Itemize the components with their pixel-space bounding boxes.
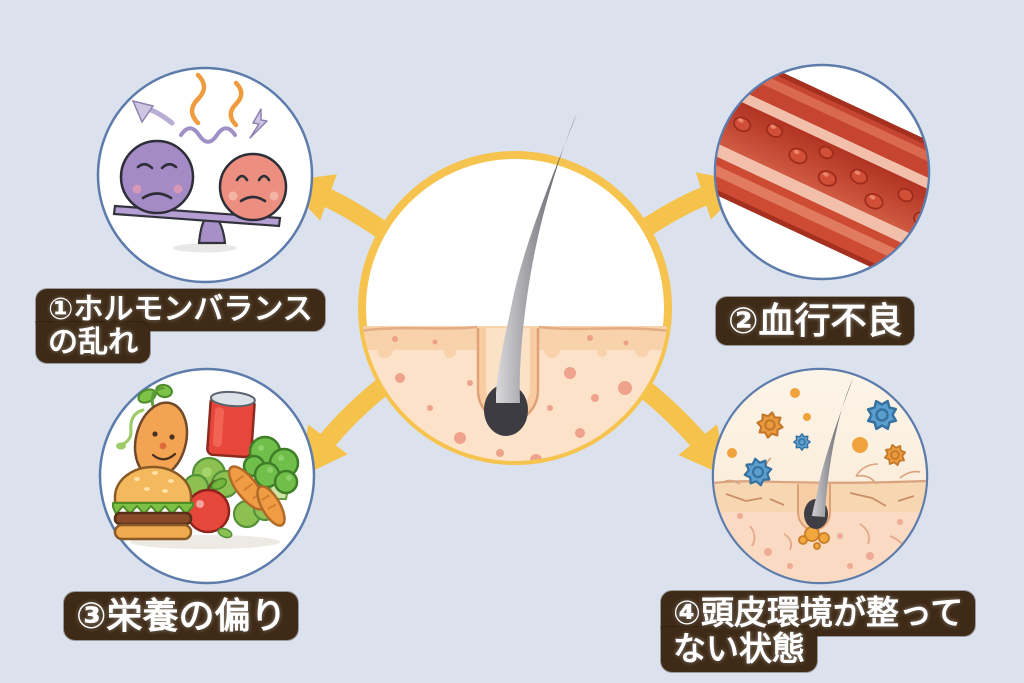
center-hair-follicle-illustration <box>358 113 672 465</box>
sebum-blobs <box>798 526 830 550</box>
cause-1-hormone-balance-illustration <box>96 66 314 284</box>
cause-4-label: ④頭皮環境が整って ない状態 <box>661 591 976 672</box>
cause-2-blood-vessel-illustration <box>713 63 931 281</box>
carrots-icon <box>227 465 286 527</box>
sad-face-icon <box>119 139 195 215</box>
up-arrow-icon <box>131 99 155 124</box>
cause-2-label-text: ②血行不良 <box>716 297 915 346</box>
lightning-icon <box>249 108 268 139</box>
worried-face-icon <box>218 152 288 222</box>
cause-3-label-text: ③栄養の偏り <box>64 592 299 641</box>
leaf-icon <box>217 527 233 539</box>
cause-4-label-line1: ④頭皮環境が整って <box>661 591 976 636</box>
germ-icons <box>727 388 911 490</box>
hair-strand <box>484 113 577 436</box>
soda-can-icon <box>206 390 256 459</box>
broccoli-icon <box>242 435 300 500</box>
cause-1-label: ①ホルモンバランス の乱れ <box>36 289 325 364</box>
cause-1-label-line2: の乱れ <box>36 321 150 364</box>
thin-hair-strand <box>804 378 853 529</box>
cause-3-label: ③栄養の偏り <box>64 592 299 641</box>
cause-4-label-line2: ない状態 <box>661 626 817 672</box>
cause-2-label: ②血行不良 <box>716 297 915 346</box>
apple-icon <box>185 477 231 534</box>
cause-3-foods-illustration <box>98 367 316 585</box>
cause-4-unhealthy-scalp-illustration <box>711 367 929 585</box>
hamburger-icon <box>112 465 194 541</box>
cause-1-label-line1: ①ホルモンバランス <box>36 289 325 331</box>
carrot-character-icon <box>116 383 189 479</box>
